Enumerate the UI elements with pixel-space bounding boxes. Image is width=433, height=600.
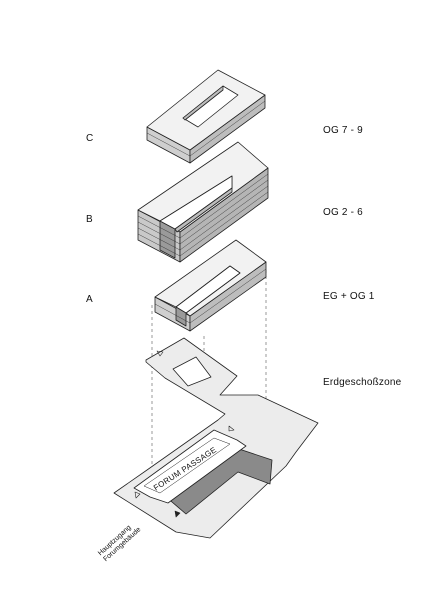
block-b: [137, 141, 269, 263]
level-b-label: B: [86, 214, 93, 225]
level-a-label: A: [86, 294, 93, 305]
block-a: [154, 239, 267, 332]
floor-label-ground-zone: Erdgeschoßzone: [323, 377, 402, 388]
ground-zone-plate: [113, 337, 319, 539]
level-c-label: C: [86, 133, 94, 144]
floor-label-og2-6: OG 2 - 6: [323, 207, 363, 218]
block-c: [146, 69, 266, 164]
floor-label-eg-og1: EG + OG 1: [323, 291, 375, 302]
floor-label-og7-9: OG 7 - 9: [323, 125, 363, 136]
